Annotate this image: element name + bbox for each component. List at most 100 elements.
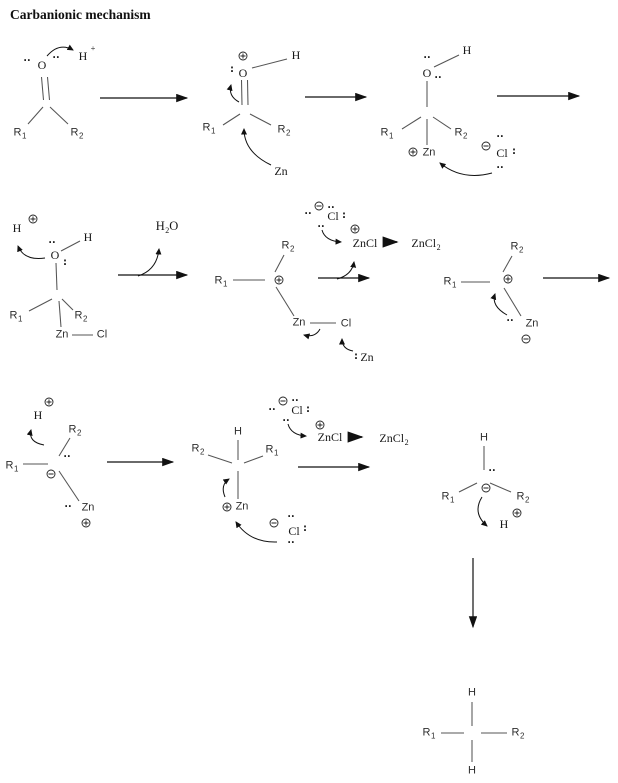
r-symbol: R [13,126,22,139]
lone-pair: ·· [327,202,335,214]
plus-charge-icon [28,214,38,224]
bond [55,262,58,291]
lone-pair: ·· [48,237,56,249]
lone-pair: ·· [434,72,442,84]
zncl-symbol: ZnCl [411,236,437,250]
r1-label: R1 [266,444,279,457]
r-symbol: R [202,121,211,134]
lone-pair: ·· [488,465,496,477]
lone-pair: ·· [423,52,431,64]
r-symbol: R [68,423,77,436]
r-symbol: R [9,309,18,322]
r-subscript: 2 [525,495,530,505]
r2-label: R2 [68,423,82,438]
hydrogen-label: H [83,230,93,244]
r-symbol: R [70,126,79,139]
zinc-label: Zn [235,500,249,513]
hydrogen-label: H [291,48,301,62]
r1-label: R1 [5,459,19,473]
r-symbol: R [191,442,200,455]
bond [489,482,512,493]
oxygen-label: O [422,66,432,80]
proton-label: H [12,221,22,235]
structure-carbocation-zincate [461,255,531,344]
r2-label: R2 [517,491,530,505]
r-symbol: R [214,274,223,287]
r2-label: R2 [191,442,205,456]
plus-charge-icon [274,275,284,285]
zncl2-subscript: 2 [436,243,441,252]
lone-pair-vertical: : [512,146,516,157]
bond [432,116,452,130]
proton-label: H [78,49,88,63]
hydrogen-label: H [468,764,476,777]
bond [502,255,513,273]
bond [249,113,272,126]
double-bond [40,76,45,101]
bond [222,113,241,126]
r-subscript: 1 [431,731,436,741]
electron-push-arrow [235,521,278,543]
r1-label: R1 [13,126,27,140]
lone-pair: ·· [282,415,290,427]
plus-superscript: + [90,42,96,53]
hydrogen-label: H [468,686,476,699]
r-symbol: R [281,239,290,252]
oxygen-label: O [37,58,47,72]
plus-charge-icon [408,147,418,157]
r-symbol: R [5,459,14,472]
r-subscript: 1 [450,495,455,505]
zinc-label: Zn [422,146,436,159]
r-subscript: 2 [519,245,524,255]
hydrogen-label: H [462,43,472,57]
double-bond [246,79,249,106]
bond [49,106,69,125]
lone-pair: ·· [317,221,325,233]
structure-zinc-adduct [401,54,493,176]
electron-push-arrow [222,478,230,498]
zncl-symbol: ZnCl [379,431,405,445]
double-bond [240,79,243,106]
bond [274,254,285,273]
plus-charge-icon [315,420,325,430]
r-symbol: R [422,726,431,739]
lone-pair-vertical: : [303,523,307,534]
structure-carbanion [23,397,91,528]
electron-push-arrow [477,496,488,527]
bond [275,286,295,317]
r1-label: R1 [442,491,455,505]
water-subscript: 2 [165,225,170,235]
zinc-label: Zn [55,328,69,341]
r1-label: R1 [443,275,457,289]
plus-charge-icon [81,518,91,528]
chloride-label: Cl [291,403,303,417]
bond [58,300,62,328]
electron-push-arrow [303,328,321,340]
lone-pair-vertical: : [342,210,346,221]
chloride-label: Cl [288,524,300,538]
zncl2-label: ZnCl2 [411,236,441,252]
r-subscript: 1 [389,131,394,141]
r-subscript: 2 [79,131,84,141]
structure-ketone [27,44,74,125]
structure-carbocation-zncl [233,201,360,352]
r-subscript: 2 [77,428,82,438]
zinc-label: Zn [525,317,539,330]
h-symbol: H [155,218,165,233]
r2-label: R2 [70,126,84,141]
r-symbol: R [277,123,286,136]
r-symbol: R [443,275,452,288]
minus-charge-icon [481,483,491,493]
lone-pair: ·· [23,55,31,67]
r-subscript: 2 [520,731,525,741]
electron-push-arrow [226,84,240,103]
electron-push-arrow [241,128,272,166]
lone-pair: ·· [506,315,514,327]
r2-label: R2 [455,127,468,140]
bond [28,298,53,312]
lone-pair: ·· [496,131,504,143]
minus-charge-icon [481,141,491,151]
electron-push-arrow [17,245,46,259]
minus-charge-icon [269,518,279,528]
